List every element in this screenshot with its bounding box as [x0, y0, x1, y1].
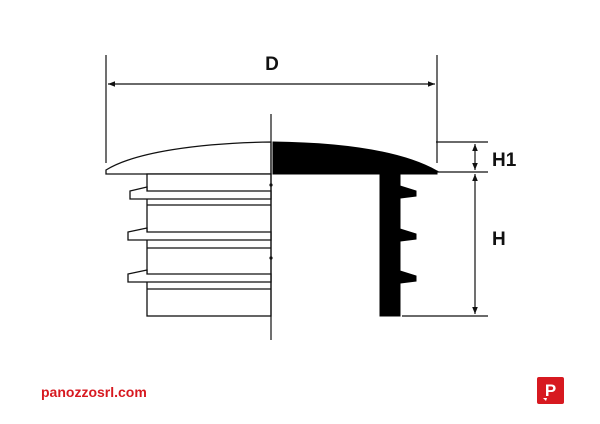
- dimension-d: [105, 55, 438, 163]
- panozzo-logo: P: [537, 377, 564, 404]
- head-underside-section: [272, 170, 438, 175]
- stem-fin-2: [399, 228, 417, 242]
- website-link[interactable]: panozzosrl.com: [41, 384, 147, 400]
- cap-outline-view: [105, 141, 272, 317]
- dimension-heights: [402, 141, 488, 317]
- stem-fin-1: [399, 185, 417, 199]
- head-dome-outline: [105, 141, 272, 175]
- dimension-h-label: H: [492, 229, 506, 250]
- logo-background: [537, 377, 564, 404]
- head-section: [272, 141, 439, 172]
- axis-marker-2: [269, 256, 273, 260]
- cap-section-view: [272, 141, 439, 317]
- logo-accent: [543, 398, 547, 401]
- dimension-h1-label: H1: [492, 150, 517, 171]
- logo-letter: P: [545, 381, 556, 400]
- stem-wall-section: [379, 171, 401, 317]
- dimension-d-label: D: [265, 54, 279, 75]
- stem-fin-3: [399, 270, 417, 284]
- axis-marker-1: [269, 183, 273, 187]
